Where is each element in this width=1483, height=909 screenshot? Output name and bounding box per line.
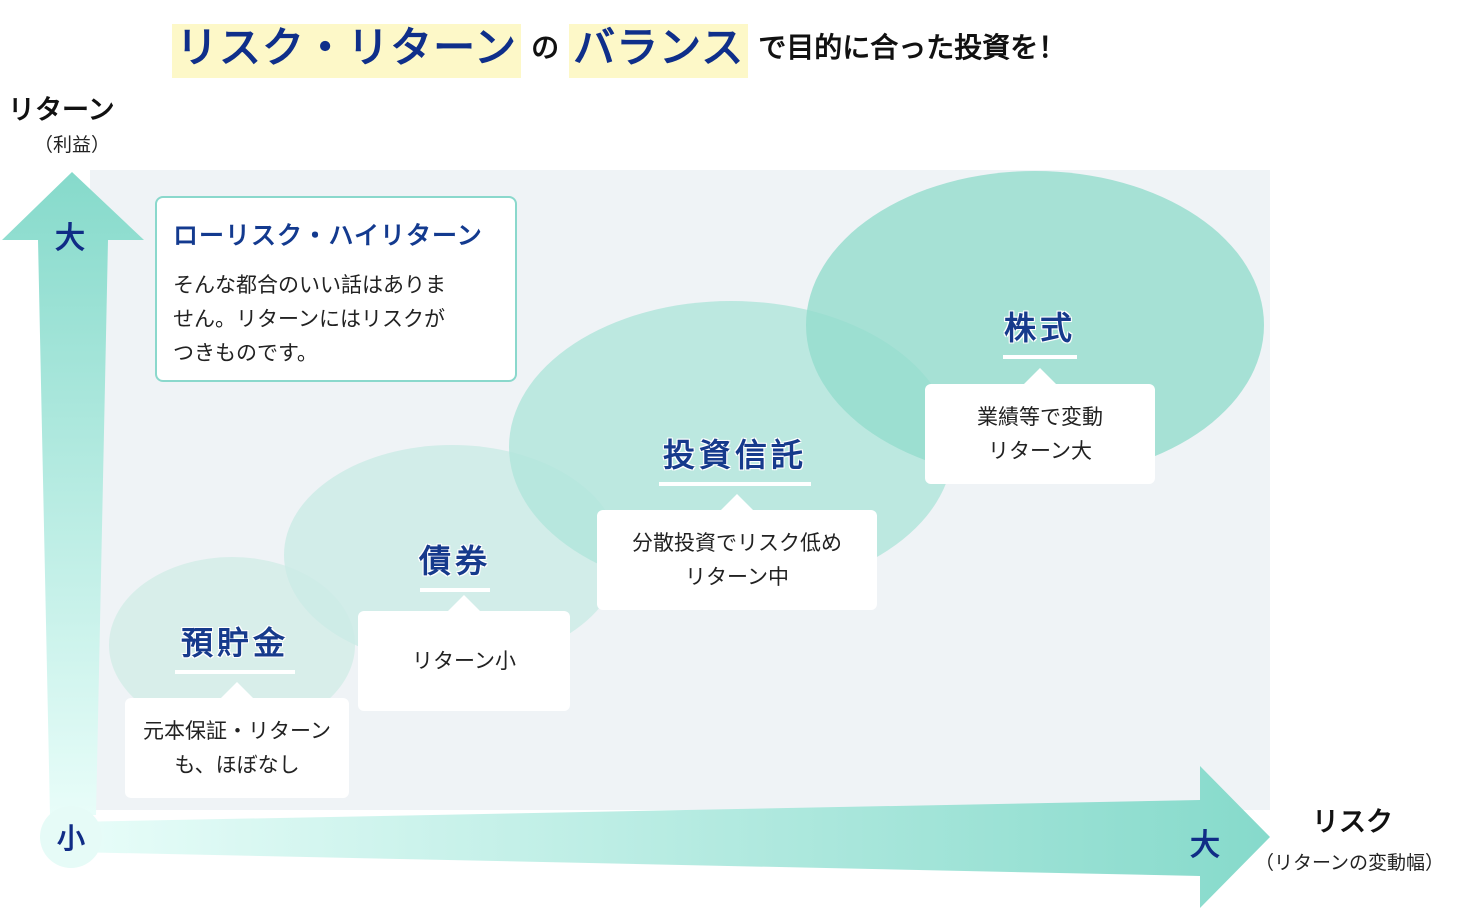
- y-axis-arrow: [2, 172, 144, 815]
- title-suffix: で目的に合った投資を！: [758, 31, 1067, 64]
- x-axis-arrow: [72, 766, 1270, 908]
- category-underline: [420, 588, 490, 592]
- y-axis-sublabel: （利益）: [34, 134, 111, 156]
- desc-line: も、ほぼなし: [174, 753, 300, 777]
- desc-line: リターン中: [685, 565, 789, 589]
- callout-line: そんな都合のいい話はありま: [173, 273, 446, 297]
- ellipse-savings: [109, 557, 355, 733]
- origin-low-label: 小: [40, 806, 102, 868]
- category-desc-bonds: リターン小: [358, 595, 570, 711]
- category-underline: [175, 670, 295, 674]
- y-axis-label: リターン: [8, 95, 115, 126]
- callout-line: つきものです。: [173, 341, 318, 365]
- category-name: 債券: [418, 542, 491, 580]
- category-desc-stocks: 業績等で変動 リターン大: [925, 368, 1155, 484]
- x-axis-label: リスク: [1312, 807, 1393, 838]
- category-investment-trusts: 投資信託: [640, 430, 830, 486]
- title-joiner: の: [531, 31, 560, 64]
- category-underline: [659, 482, 811, 486]
- x-axis-sublabel: （リターンの変動幅）: [1255, 852, 1445, 874]
- desc-line: 分散投資でリスク低め: [632, 531, 842, 555]
- callout-text: そんな都合のいい話はありま せん。リターンにはリスクが つきものです。: [173, 268, 499, 370]
- category-desc-investment-trusts: 分散投資でリスク低め リターン中: [597, 494, 877, 610]
- desc-line: リターン小: [412, 649, 516, 673]
- category-name: 株式: [1003, 309, 1076, 347]
- page-title: リスク・リターン の バランス で目的に合った投資を！: [172, 14, 1076, 78]
- desc-line: 業績等で変動: [977, 405, 1103, 429]
- low-risk-high-return-callout: ローリスク・ハイリターン そんな都合のいい話はありま せん。リターンにはリスクが…: [155, 196, 517, 382]
- desc-line: 元本保証・リターン: [143, 719, 331, 743]
- category-bonds: 債券: [395, 536, 515, 592]
- category-desc-savings: 元本保証・リターン も、ほぼなし: [125, 682, 349, 798]
- category-name: 投資信託: [662, 436, 807, 474]
- category-savings: 預貯金: [160, 618, 310, 674]
- callout-heading: ローリスク・ハイリターン: [173, 221, 483, 250]
- category-stocks: 株式: [980, 303, 1100, 359]
- callout-line: せん。リターンにはリスクが: [173, 307, 445, 331]
- category-underline: [1003, 355, 1077, 359]
- title-highlight-risk-return: リスク・リターン: [172, 24, 522, 78]
- y-axis-high-label: 大: [55, 221, 85, 256]
- desc-line: リターン大: [988, 439, 1092, 463]
- x-axis-high-label: 大: [1190, 828, 1220, 863]
- category-name: 預貯金: [180, 624, 289, 662]
- title-highlight-balance: バランス: [569, 24, 749, 78]
